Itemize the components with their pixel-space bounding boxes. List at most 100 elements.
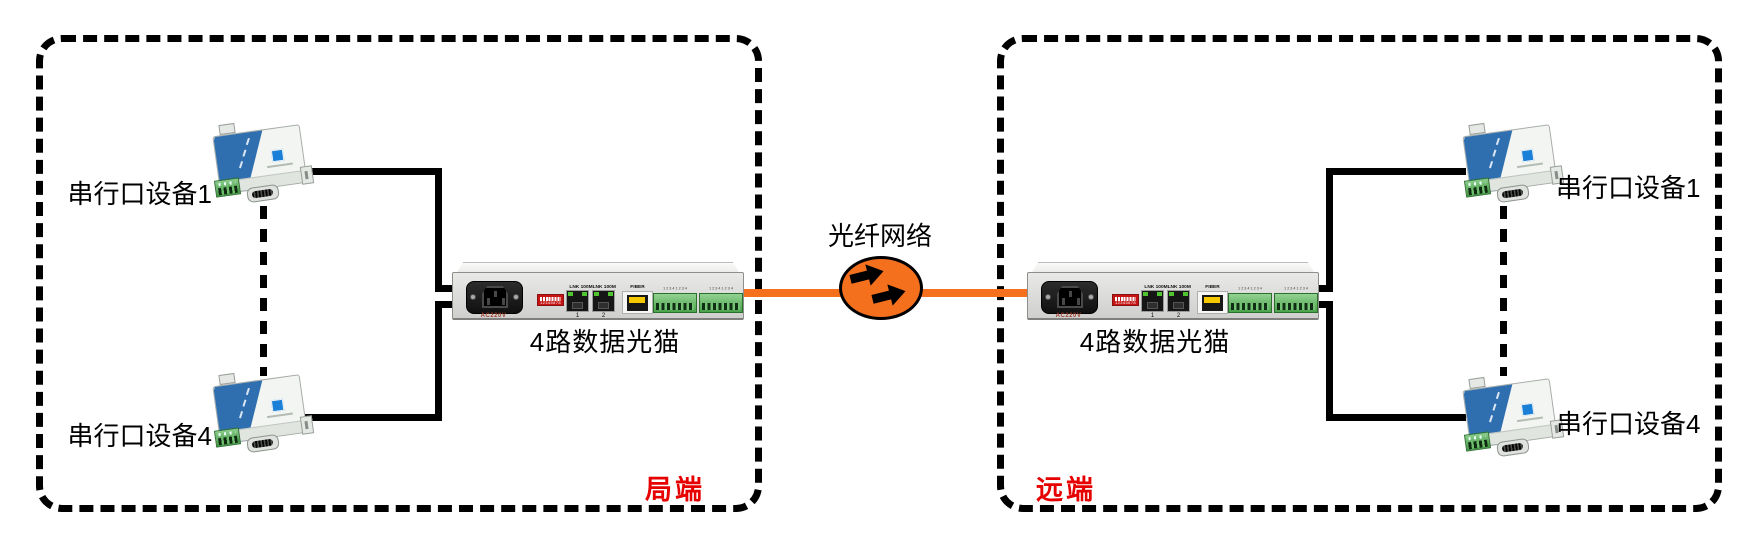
optical-modem-local: AC220V 12345678 LNK 100MLNK 100M 1 2 FIB… xyxy=(452,262,744,320)
rj45-port-2 xyxy=(1167,290,1190,312)
fiber-arrows-icon xyxy=(849,264,906,306)
mount-ear xyxy=(299,165,315,185)
power-inlet xyxy=(1041,281,1098,314)
wire-local-dev1-v xyxy=(435,168,442,289)
ethernet-ports-label: LNK 100MLNK 100M xyxy=(1144,285,1191,290)
serial-device-local-4 xyxy=(212,372,315,458)
wire-remote-dev4-h xyxy=(1326,414,1466,421)
led-icon xyxy=(582,292,587,296)
rj45-slot xyxy=(598,302,609,309)
label-remote-region: 远端 xyxy=(1036,475,1096,505)
terminal-block xyxy=(653,293,697,313)
port2-number: 2 xyxy=(1176,313,1181,319)
fiber-port xyxy=(1202,295,1223,311)
rj45-slot xyxy=(1173,302,1184,309)
fiber-network-node xyxy=(839,256,923,320)
power-label: AC220V xyxy=(480,313,507,319)
port1-number: 1 xyxy=(575,313,580,319)
fiber-port xyxy=(627,295,648,311)
rj45-slot xyxy=(1147,302,1158,309)
wire-remote-modem-stub-bottom xyxy=(1311,301,1333,308)
label-local-modem: 4路数据光猫 xyxy=(529,327,681,357)
label-remote-device1: 串行口设备1 xyxy=(1556,173,1701,203)
db9-connector xyxy=(1496,183,1530,204)
ethernet-ports-label: LNK 100MLNK 100M xyxy=(569,285,616,290)
terminal-connector xyxy=(213,177,242,198)
rj45-slot xyxy=(572,302,583,309)
dip-switch-pips xyxy=(1115,297,1136,301)
led-icon xyxy=(594,292,599,296)
screw-icon xyxy=(1088,294,1094,300)
screw-icon xyxy=(1045,294,1051,300)
modem-top-face xyxy=(1031,262,1315,274)
db9-connector xyxy=(246,433,280,454)
wire-local-dev1-h xyxy=(298,168,442,175)
device-logo xyxy=(1520,148,1535,163)
dip-switch-pips xyxy=(540,297,561,301)
terminal-connector xyxy=(1463,431,1492,452)
terminal-numbers: 1 2 3 4 1 2 3 4 xyxy=(663,287,687,291)
terminal-block xyxy=(1228,293,1272,313)
fiber-port-tab xyxy=(629,297,645,303)
power-inlet xyxy=(466,281,523,314)
led-icon xyxy=(1157,292,1162,296)
dashed-connector-remote xyxy=(1500,206,1507,376)
db9-connector xyxy=(246,183,280,204)
terminal-numbers: 1 2 3 4 1 2 3 4 xyxy=(1284,287,1308,291)
device-logo xyxy=(270,398,285,413)
terminal-numbers: 1 2 3 4 1 2 3 4 xyxy=(709,287,733,291)
terminal-block xyxy=(1274,293,1318,313)
port2-number: 2 xyxy=(601,313,606,319)
led-icon xyxy=(1143,292,1148,296)
fiber-port-label: FIBER xyxy=(630,285,645,290)
wire-local-dev4-h xyxy=(298,414,442,421)
dashed-connector-local xyxy=(260,206,267,376)
dip-switch-numbers: 12345678 xyxy=(1115,300,1136,305)
device-print xyxy=(266,162,294,169)
led-icon xyxy=(1169,292,1174,296)
led-icon xyxy=(608,292,613,296)
mount-ear xyxy=(299,415,315,435)
optical-modem-remote: AC220V 12345678 LNK 100MLNK 100M 1 2 FIB… xyxy=(1027,262,1319,320)
local-region-box xyxy=(36,35,762,512)
modem-front-panel: AC220V 12345678 LNK 100MLNK 100M 1 2 FIB… xyxy=(1027,272,1319,320)
fiber-port-bezel xyxy=(1197,291,1228,314)
fiber-network-label: 光纤网络 xyxy=(827,221,932,251)
led-icon xyxy=(1183,292,1188,296)
serial-device-remote-4 xyxy=(1462,376,1565,462)
power-label: AC220V xyxy=(1055,313,1082,319)
screw-icon xyxy=(513,294,519,300)
device-print xyxy=(1516,416,1544,423)
wire-local-dev4-v xyxy=(435,301,442,418)
rj45-port-2 xyxy=(592,290,615,312)
dip-switch-numbers: 12345678 xyxy=(540,300,561,305)
serial-device-local-1 xyxy=(212,122,315,208)
modem-top-face xyxy=(456,262,740,274)
rj45-port-1 xyxy=(566,290,589,312)
wire-remote-modem-stub-top xyxy=(1311,285,1333,292)
screw-icon xyxy=(470,294,476,300)
fiber-port-label: FIBER xyxy=(1205,285,1220,290)
device-print xyxy=(266,412,294,419)
modem-front-panel: AC220V 12345678 LNK 100MLNK 100M 1 2 FIB… xyxy=(452,272,744,320)
fiber-port-bezel xyxy=(622,291,653,314)
terminal-block xyxy=(699,293,743,313)
wire-remote-dev4-v xyxy=(1326,301,1333,418)
fiber-port-tab xyxy=(1204,297,1220,303)
wire-local-modem-stub-top xyxy=(435,285,457,292)
label-local-device4: 串行口设备4 xyxy=(67,421,212,451)
terminal-connector xyxy=(213,427,242,448)
label-local-region: 局端 xyxy=(645,475,705,505)
device-logo xyxy=(270,148,285,163)
terminal-numbers: 1 2 3 4 1 2 3 4 xyxy=(1238,287,1262,291)
wire-remote-dev1-h xyxy=(1326,168,1466,175)
terminal-connector xyxy=(1463,177,1492,198)
port1-number: 1 xyxy=(1150,313,1155,319)
led-icon xyxy=(568,292,573,296)
wire-remote-dev1-v xyxy=(1326,168,1333,292)
rj45-port-1 xyxy=(1141,290,1164,312)
dip-switch: 12345678 xyxy=(537,294,564,306)
wire-local-modem-stub-bottom xyxy=(435,301,457,308)
dip-switch: 12345678 xyxy=(1112,294,1139,306)
